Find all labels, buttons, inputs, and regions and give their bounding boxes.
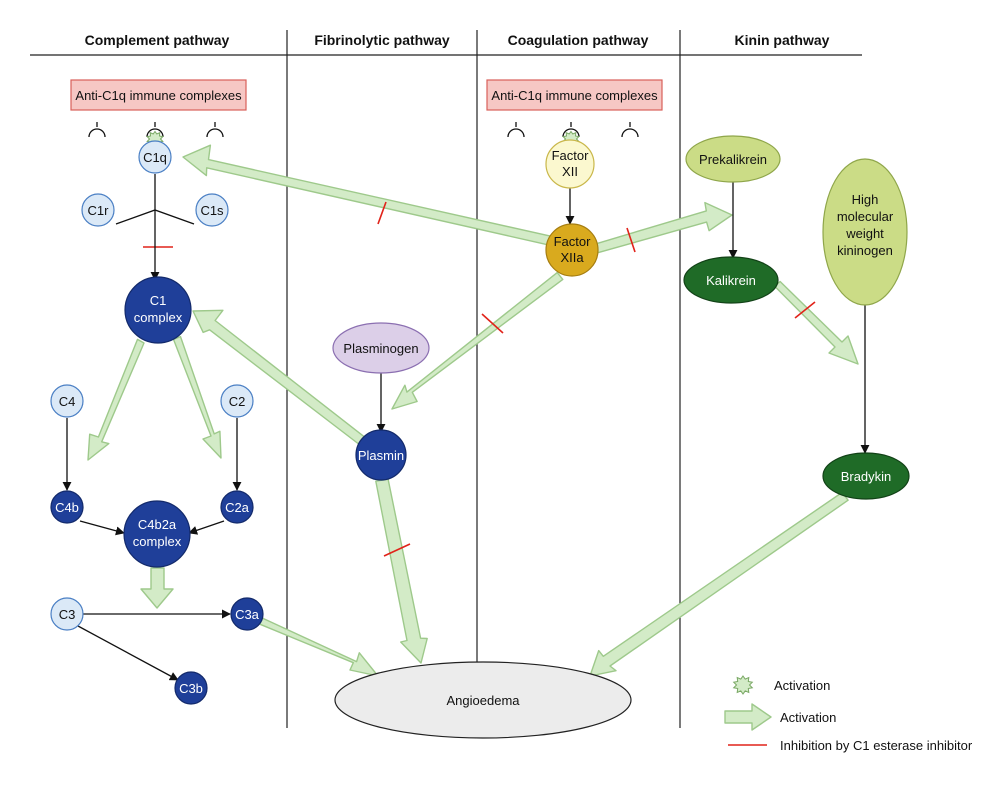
svg-text:complex: complex: [134, 310, 183, 325]
arrow-c1complex-to-c2a: [172, 335, 222, 459]
node-prekalikrein: Prekalikrein: [685, 135, 781, 183]
svg-text:C2a: C2a: [225, 500, 250, 515]
legend-activation-star-icon: [732, 675, 754, 695]
svg-text:C1r: C1r: [88, 203, 110, 218]
node-c1s: C1s: [195, 193, 229, 227]
svg-text:Factor: Factor: [552, 148, 590, 163]
activation-arrows: [87, 144, 859, 677]
svg-text:C1s: C1s: [200, 203, 224, 218]
node-kalikrein: Kalikrein: [683, 256, 779, 304]
node-c2: C2: [220, 384, 254, 418]
legend: Activation Activation Inhibition by C1 e…: [724, 675, 973, 753]
svg-text:Plasmin: Plasmin: [358, 448, 404, 463]
svg-text:weight: weight: [845, 226, 884, 241]
node-c3b: C3b: [174, 671, 208, 705]
svg-text:Plasminogen: Plasminogen: [343, 341, 418, 356]
svg-text:kininogen: kininogen: [837, 243, 893, 258]
anti-c1q-label-left: Anti-C1q immune complexes: [75, 88, 242, 103]
svg-text:Angioedema: Angioedema: [447, 693, 521, 708]
arrow-kalikrein-to-bradykin: [774, 280, 859, 365]
node-c3: C3: [50, 597, 84, 631]
svg-text:Factor: Factor: [554, 234, 592, 249]
arrow-c1complex-to-c4b: [87, 338, 145, 461]
svg-text:C3a: C3a: [235, 607, 260, 622]
arrow-c3a-to-angioedema: [259, 617, 379, 677]
receptor-cups: [88, 122, 639, 138]
svg-text:Prekalikrein: Prekalikrein: [699, 152, 767, 167]
node-angioedema: Angioedema: [334, 661, 632, 739]
inhibition-marks: [143, 201, 816, 557]
anti-c1q-box-left: Anti-C1q immune complexes: [70, 79, 247, 111]
arrow-plasmin-to-angioedema: [375, 478, 428, 664]
node-plasmin: Plasmin: [355, 429, 407, 481]
connector-lines: [62, 172, 870, 681]
node-c1-complex: C1 complex: [124, 276, 192, 344]
node-c3a: C3a: [230, 597, 264, 631]
node-factor-xii: Factor XII: [545, 139, 595, 189]
header-complement: Complement pathway: [85, 32, 230, 48]
node-c2a: C2a: [220, 490, 254, 524]
svg-text:C2: C2: [229, 394, 246, 409]
arrow-c4b2a-to-c3a: [140, 567, 174, 609]
header-coagulation: Coagulation pathway: [508, 32, 649, 48]
node-hmw-kininogen: High molecular weight kininogen: [822, 158, 908, 306]
arrow-factorxiia-to-c1q: [182, 144, 563, 249]
node-factor-xiia: Factor XIIa: [545, 223, 599, 277]
svg-text:XII: XII: [562, 164, 578, 179]
svg-text:High: High: [852, 192, 879, 207]
node-c1r: C1r: [81, 193, 115, 227]
svg-text:C3b: C3b: [179, 681, 203, 696]
arrow-factorxiia-to-plasmin: [391, 271, 564, 410]
header-kinin: Kinin pathway: [735, 32, 830, 48]
svg-text:XIIa: XIIa: [560, 250, 584, 265]
arrow-factorxiia-to-kalikrein: [589, 201, 733, 255]
svg-text:C1: C1: [150, 293, 167, 308]
legend-activation-arrow-icon: [724, 703, 772, 731]
arrow-plasmin-to-c1complex: [192, 309, 370, 449]
node-plasminogen: Plasminogen: [332, 322, 430, 374]
legend-activation-star-label: Activation: [774, 678, 830, 693]
svg-text:complex: complex: [133, 534, 182, 549]
node-bradykin: Bradykin: [822, 452, 910, 500]
svg-text:C3: C3: [59, 607, 76, 622]
node-c1q: C1q: [138, 140, 172, 174]
header-fibrinolytic: Fibrinolytic pathway: [314, 32, 450, 48]
anti-c1q-label-right: Anti-C1q immune complexes: [491, 88, 658, 103]
svg-text:C1q: C1q: [143, 150, 167, 165]
svg-text:Kalikrein: Kalikrein: [706, 273, 756, 288]
svg-text:molecular: molecular: [837, 209, 894, 224]
svg-text:Bradykin: Bradykin: [841, 469, 892, 484]
node-c4: C4: [50, 384, 84, 418]
node-c4b: C4b: [50, 490, 84, 524]
legend-activation-arrow-label: Activation: [780, 710, 836, 725]
arrow-bradykin-to-angioedema: [589, 491, 849, 677]
svg-text:C4b: C4b: [55, 500, 79, 515]
node-c4b2a-complex: C4b2a complex: [123, 500, 191, 568]
svg-text:C4: C4: [59, 394, 76, 409]
svg-text:C4b2a: C4b2a: [138, 517, 177, 532]
legend-inhibition-label: Inhibition by C1 esterase inhibitor: [780, 738, 973, 753]
anti-c1q-box-right: Anti-C1q immune complexes: [486, 79, 663, 111]
